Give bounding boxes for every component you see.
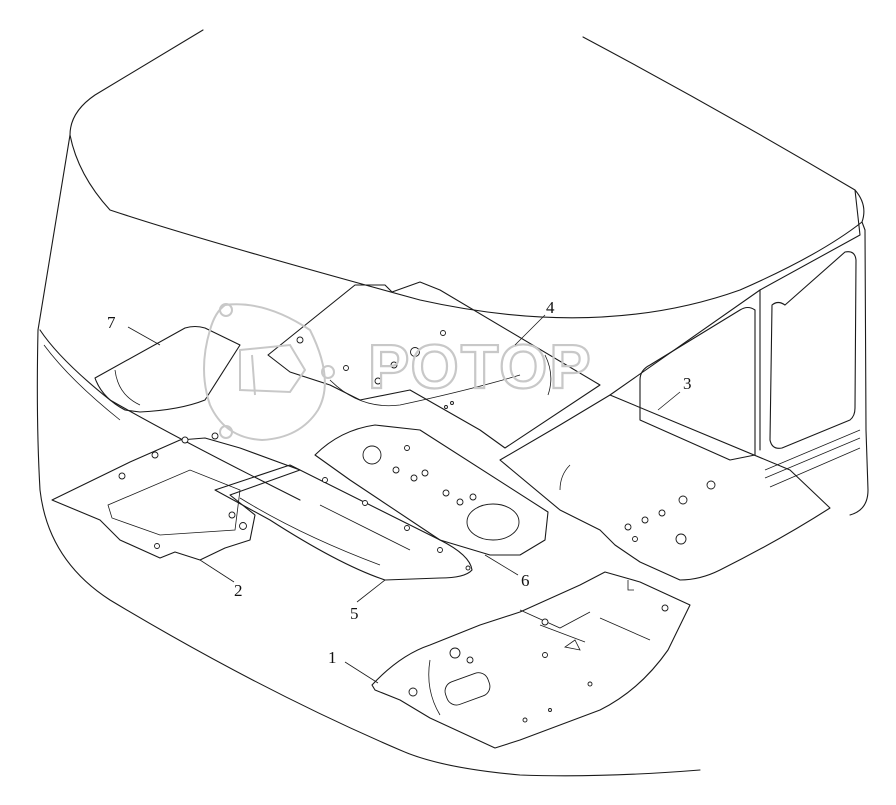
callout-6: 6 — [521, 571, 530, 590]
part-3-panel — [499, 394, 831, 581]
part-5-panel — [214, 464, 473, 581]
callout-3: 3 — [683, 374, 692, 393]
part-2-panel — [51, 432, 301, 561]
callout-2: 2 — [234, 581, 243, 600]
part-6-panel — [314, 424, 549, 556]
part-4-panel — [267, 281, 601, 449]
callout-1: 1 — [328, 648, 337, 667]
callout-4: 4 — [546, 298, 555, 317]
part-1-panel — [371, 571, 691, 749]
cab-outline — [36, 29, 869, 777]
part-7-panel — [94, 325, 241, 413]
watermark-text: РОТОР — [368, 333, 593, 402]
callout-7: 7 — [107, 313, 116, 332]
watermark-logo — [203, 303, 335, 442]
leader-lines — [127, 314, 681, 684]
callout-5: 5 — [350, 604, 359, 623]
